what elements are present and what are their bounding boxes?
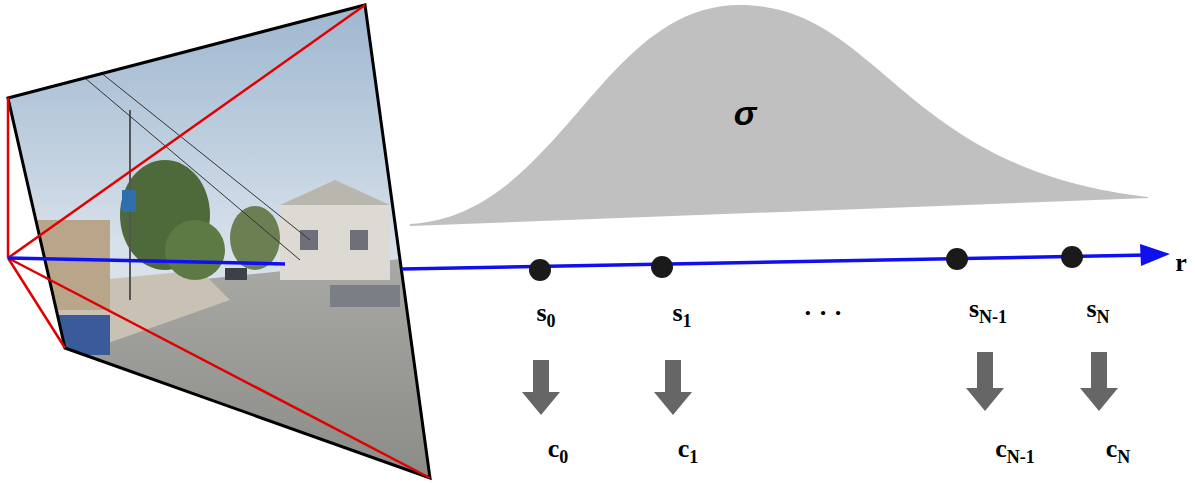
- ray-label: r: [1175, 250, 1187, 276]
- density-curve: [410, 5, 1148, 226]
- color-label: c1: [678, 436, 699, 466]
- ray-arrowhead: [1140, 244, 1170, 266]
- color-label: c0: [548, 436, 569, 466]
- sample-label: sN: [1086, 296, 1109, 326]
- color-label: cN: [1106, 436, 1131, 466]
- sample-points: [529, 246, 1083, 281]
- sample-label: sN-1: [969, 296, 1007, 326]
- ellipsis: · · ·: [803, 300, 842, 326]
- down-arrows: [522, 352, 1118, 415]
- street-photo: [0, 0, 440, 483]
- density-symbol: σ: [734, 96, 757, 130]
- color-label: cN-1: [995, 436, 1035, 466]
- sample-label: s0: [536, 300, 555, 330]
- sample-label: s1: [672, 300, 691, 330]
